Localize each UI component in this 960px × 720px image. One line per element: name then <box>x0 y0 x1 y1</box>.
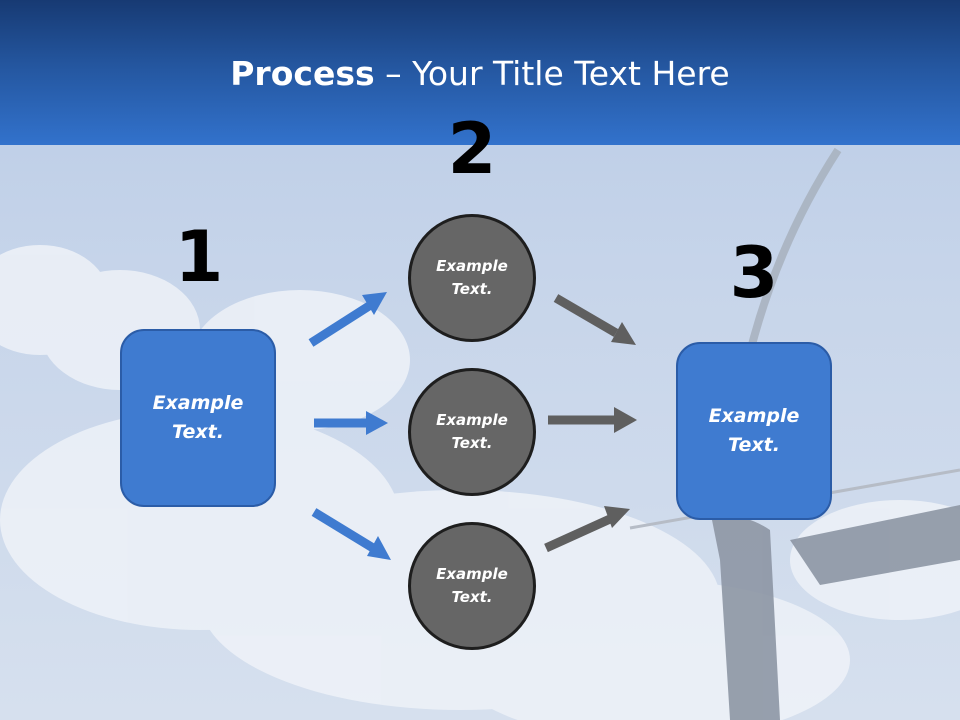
step-number-2: 2 <box>447 108 497 190</box>
step-1-label: Example Text. <box>152 392 244 443</box>
step-3-box: Example Text. <box>676 342 832 520</box>
step-1-box: Example Text. <box>120 329 276 507</box>
step-2-circle-bottom: Example Text. <box>408 522 536 650</box>
step-2-label-middle: Example Text. <box>436 411 508 452</box>
step-2-label-top: Example Text. <box>436 257 508 298</box>
step-3-label: Example Text. <box>708 405 800 456</box>
arrow-gray-down <box>553 294 636 345</box>
page-title: Process – Your Title Text Here <box>0 52 960 96</box>
arrow-gray-up <box>544 506 630 553</box>
arrow-gray-right <box>548 407 637 433</box>
title-banner <box>0 0 960 145</box>
title-bold: Process <box>230 54 375 93</box>
step-2-circle-top: Example Text. <box>408 214 536 342</box>
title-rest: – Your Title Text Here <box>374 54 730 93</box>
arrow-blue-up <box>308 292 387 347</box>
arrow-blue-right <box>314 411 388 435</box>
arrow-blue-down <box>311 508 391 560</box>
step-2-circle-middle: Example Text. <box>408 368 536 496</box>
step-number-1: 1 <box>174 216 224 298</box>
step-number-3: 3 <box>729 232 779 314</box>
step-2-label-bottom: Example Text. <box>436 565 508 606</box>
